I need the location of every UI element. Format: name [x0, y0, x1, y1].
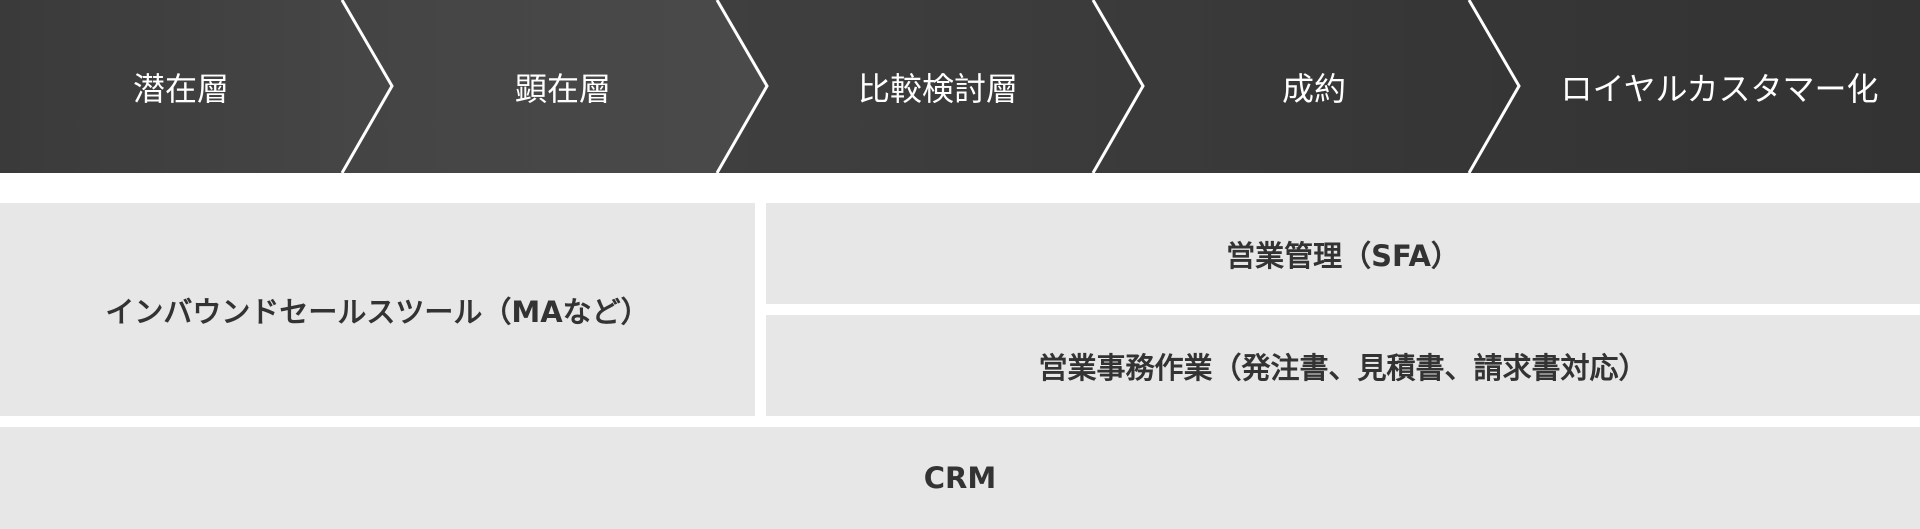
stage-chevron-1: [0, 0, 392, 173]
chevron-divider-3: [1091, 0, 1145, 173]
stage-label-comparison: 比較検討層: [857, 69, 1018, 108]
chevron-divider-4: [1467, 0, 1521, 173]
chevron-graphic: [0, 0, 1920, 173]
stage-label-aware: 顕在層: [514, 69, 611, 108]
crm-box: CRM: [0, 427, 1920, 529]
customer-stage-chevron-bar: 潜在層 顕在層 比較検討層 成約 ロイヤルカスタマー化: [0, 0, 1920, 173]
chevron-divider-1: [340, 0, 394, 173]
crm-label: CRM: [923, 461, 997, 495]
sales-admin-work-box: 営業事務作業（発注書、見積書、請求書対応）: [766, 315, 1920, 416]
sales-management-sfa-label: 営業管理（SFA）: [1226, 238, 1460, 273]
stage-label-loyal-customer: ロイヤルカスタマー化: [1560, 69, 1879, 108]
stage-chevron-3: [717, 0, 1143, 173]
inbound-sales-tool-box: インバウンドセールスツール（MAなど）: [0, 203, 755, 416]
sales-admin-work-label: 営業事務作業（発注書、見積書、請求書対応）: [1038, 350, 1648, 385]
stage-chevron-5: [1469, 0, 1920, 173]
stage-chevron-4: [1093, 0, 1519, 173]
stage-chevron-2: [342, 0, 767, 173]
stage-label-latent: 潜在層: [132, 69, 229, 108]
inbound-sales-tool-label: インバウンドセールスツール（MAなど）: [105, 294, 650, 329]
sales-management-sfa-box: 営業管理（SFA）: [766, 203, 1920, 304]
stage-label-contract: 成約: [1281, 69, 1346, 108]
chevron-divider-2: [715, 0, 769, 173]
